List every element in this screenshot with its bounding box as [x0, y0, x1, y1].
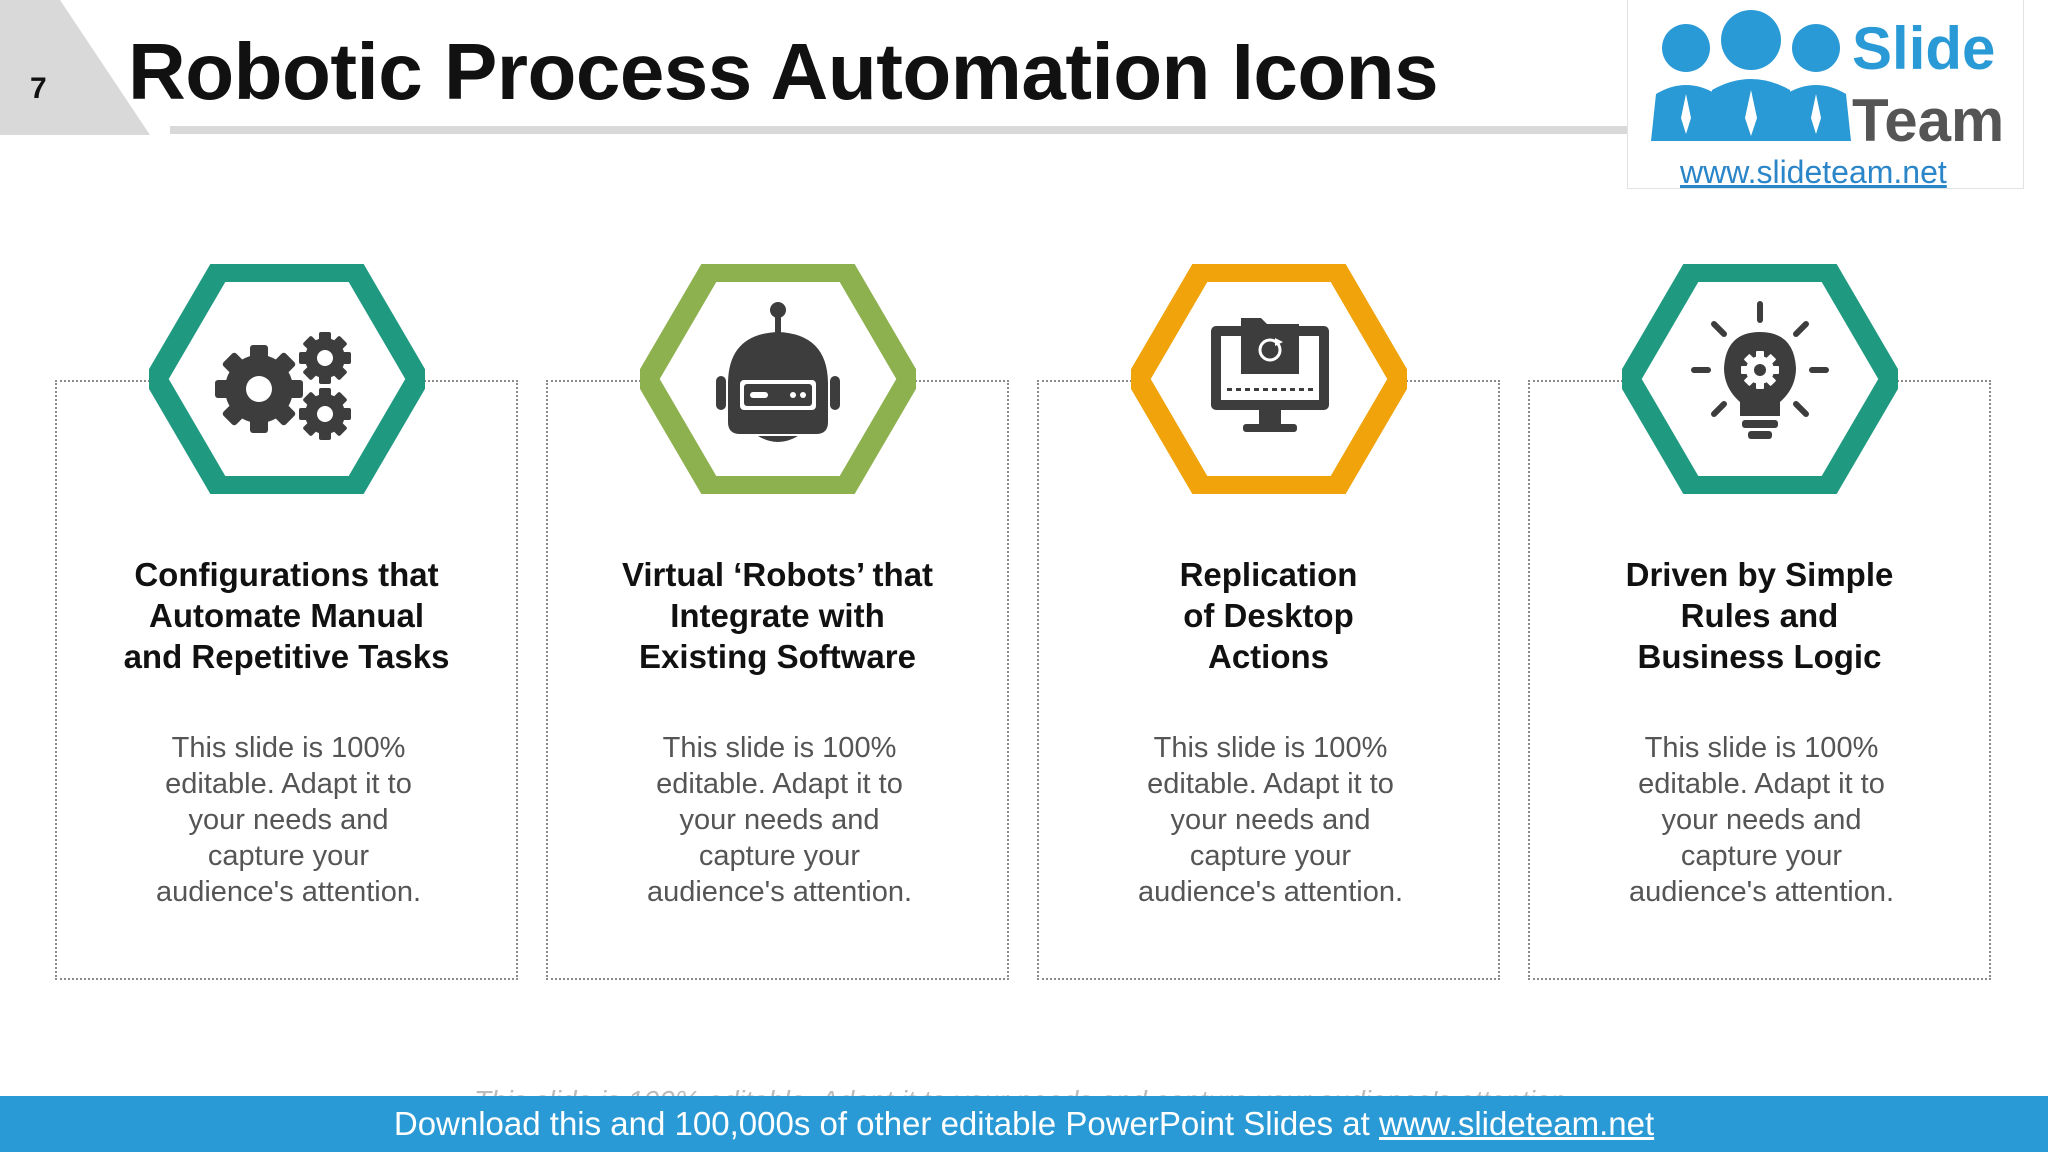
slide-number-tab: [0, 0, 150, 135]
logo-url-link[interactable]: www.slideteam.net: [1680, 154, 1947, 190]
card-title: Driven by Simple Rules and Business Logi…: [1625, 556, 1894, 675]
card-title: Configurations that Automate Manual and …: [123, 556, 450, 675]
card-description: This slide is 100% editable. Adapt it to…: [1137, 732, 1404, 908]
feature-card-4: Driven by Simple Rules and Business Logi…: [1528, 380, 1991, 980]
download-footer-banner[interactable]: Download this and 100,000s of other edit…: [0, 1096, 2048, 1152]
card-description: This slide is 100% editable. Adapt it to…: [646, 732, 913, 908]
gears-icon: [215, 332, 351, 440]
card-description: This slide is 100% editable. Adapt it to…: [155, 732, 422, 908]
desktop-folder-icon: [1211, 318, 1329, 432]
hexagon-badge-4: [1622, 264, 1898, 494]
card-title: Virtual ‘Robots’ that Integrate with Exi…: [621, 556, 934, 675]
logo-slide-text: Slide: [1852, 15, 1996, 82]
footer-text: Download this and 100,000s of other edit…: [393, 1105, 1655, 1142]
card-description: This slide is 100% editable. Adapt it to…: [1628, 732, 1895, 908]
hexagon-badge-2: [640, 264, 916, 494]
hexagon-badge-1: [149, 264, 425, 494]
people-logo-icon: [1651, 10, 1851, 141]
card-title: Replication of Desktop Actions: [1179, 556, 1358, 675]
footer-link[interactable]: www.slideteam.net: [1379, 1105, 1655, 1142]
logo-team-text: Team: [1852, 87, 2005, 154]
page-title: Robotic Process Automation Icons: [128, 27, 1439, 116]
title-underline: [170, 126, 1690, 134]
feature-card-2: Virtual ‘Robots’ that Integrate with Exi…: [546, 380, 1009, 980]
lightbulb-gear-icon: [1691, 301, 1829, 439]
robot-icon: [716, 302, 840, 442]
slideteam-logo[interactable]: Slide Team www.slideteam.net: [1627, 0, 2024, 190]
hexagon-badge-3: [1131, 264, 1407, 494]
slide-number: 7: [30, 72, 47, 105]
feature-card-3: Replication of Desktop Actions This slid…: [1037, 380, 1500, 980]
